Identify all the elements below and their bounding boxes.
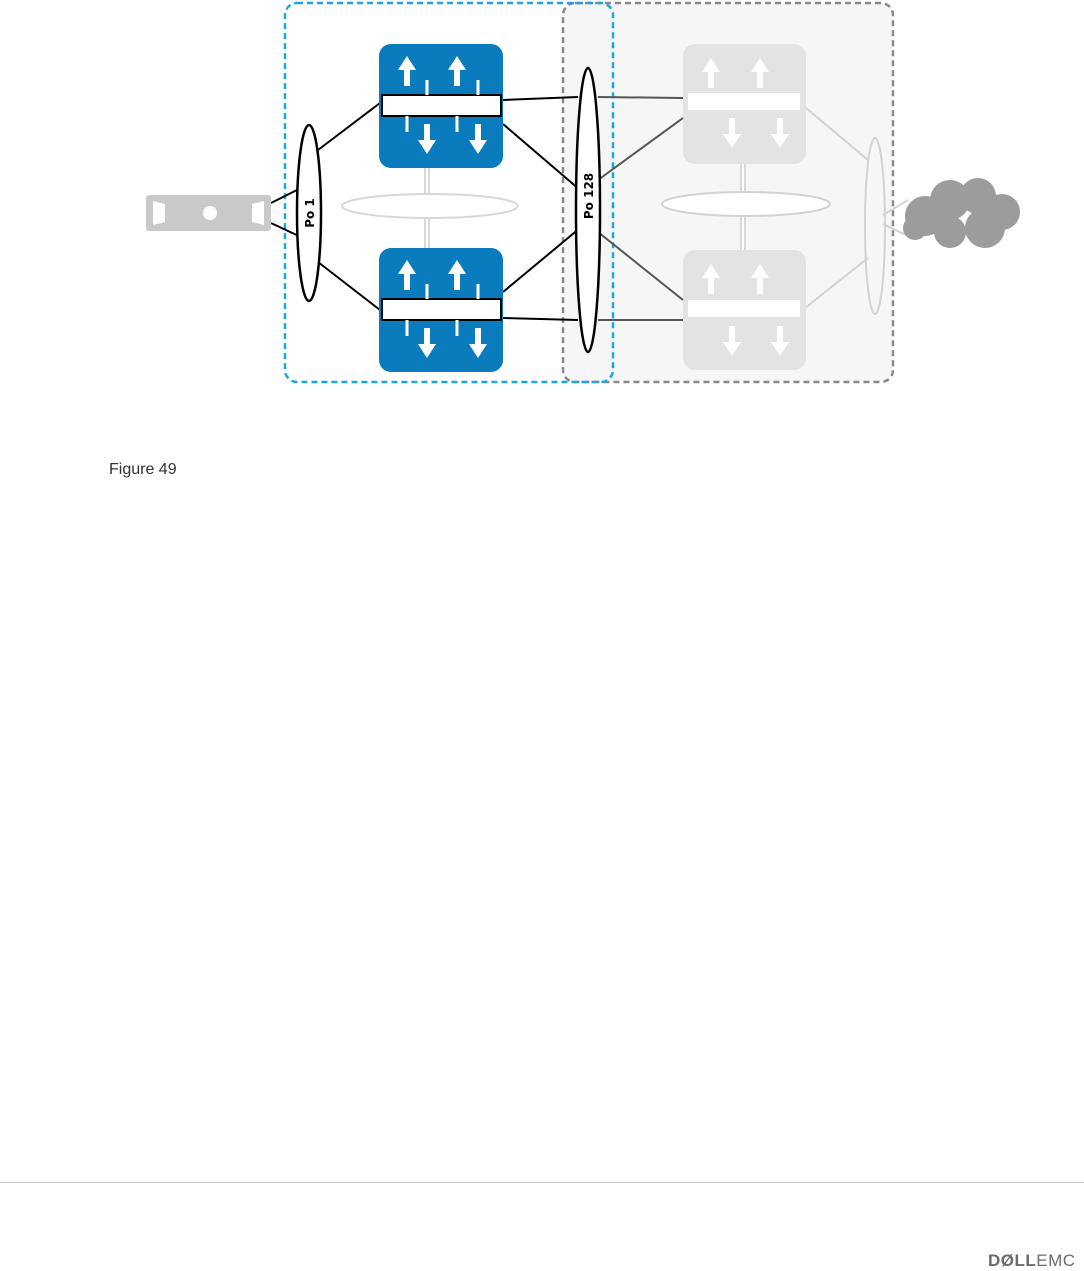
- po128-label: Po 128: [582, 173, 596, 219]
- inactive-switch-top: [683, 44, 806, 164]
- inactive-switch-bottom: [683, 250, 806, 370]
- figure-caption: Figure 49: [109, 461, 177, 479]
- logo-dell: DØLL: [988, 1251, 1036, 1270]
- server-icon: [146, 195, 271, 231]
- active-switch-top: [379, 44, 503, 168]
- po1-label: Po 1: [303, 198, 317, 228]
- logo-emc: EMC: [1036, 1251, 1075, 1270]
- po128-lag: Po 128: [576, 68, 600, 352]
- po1-lag: Po 1: [297, 125, 321, 301]
- vlti-link: [342, 162, 518, 252]
- footer-divider: [0, 1182, 1084, 1183]
- active-switch-bottom: [379, 248, 503, 372]
- network-topology-diagram: Po 1 Po 128: [0, 0, 1084, 400]
- cloud-icon: [903, 178, 1020, 248]
- dell-emc-logo: DØLLEMC: [988, 1251, 1076, 1271]
